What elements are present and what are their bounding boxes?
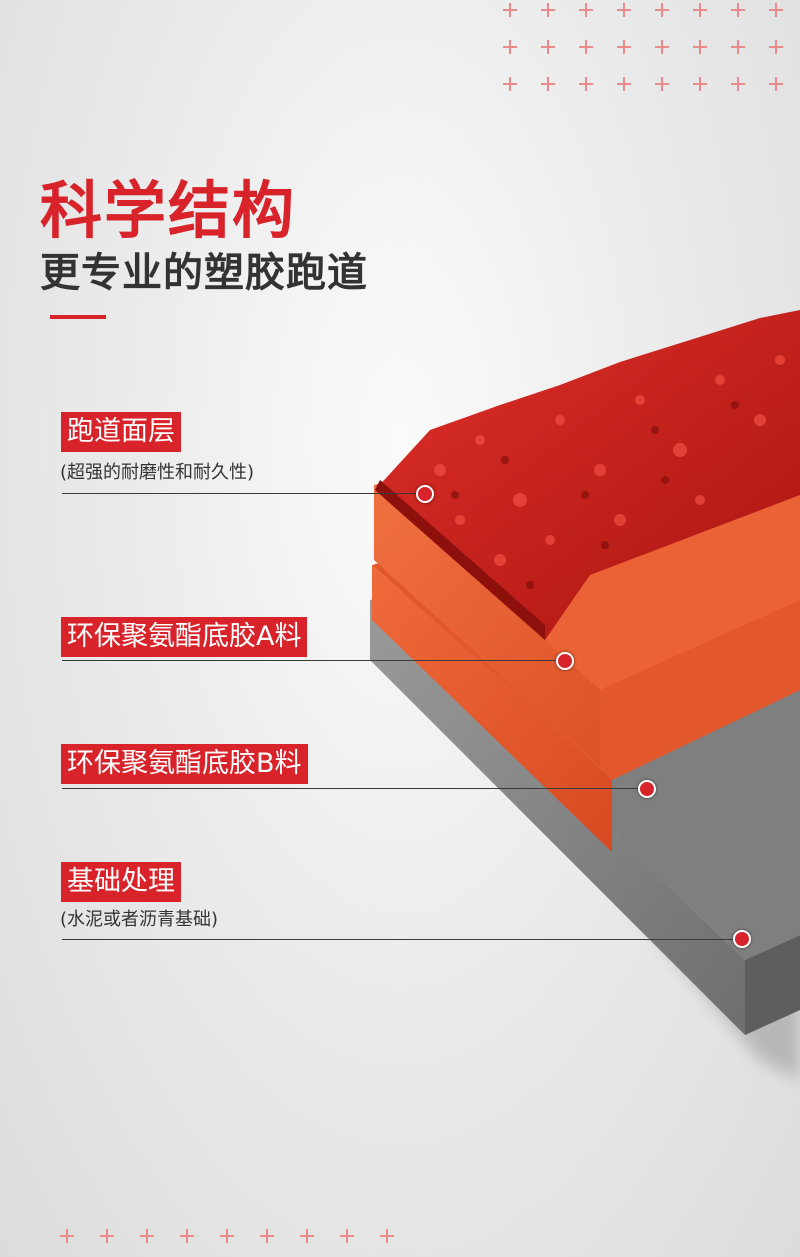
layer-note-surface: (超强的耐磨性和耐久性) [60,462,255,483]
surface-front [375,480,545,640]
title-underline [50,315,106,319]
plus-icon [769,3,783,17]
plus-icon [617,40,631,54]
marker-dot-icon [416,485,434,503]
plus-icon [693,40,707,54]
plus-icon [731,3,745,17]
plus-icon [140,1229,154,1243]
plus-icon [340,1229,354,1243]
plus-icon [579,77,593,91]
plus-icon [380,1229,394,1243]
base-a-front [374,485,600,765]
plus-icon [60,1229,74,1243]
layer-note-foundation: (水泥或者沥青基础) [60,909,219,930]
plus-icon [769,40,783,54]
plus-icon [731,77,745,91]
concrete-side [745,935,800,1035]
base-b-front [372,565,612,852]
plus-icon [579,3,593,17]
plus-icon [655,3,669,17]
surface-top [375,310,800,640]
plus-icon [220,1229,234,1243]
plus-icon [100,1229,114,1243]
plus-icon [655,40,669,54]
plus-icon [180,1229,194,1243]
marker-dot-icon [733,930,751,948]
marker-dot-icon [556,652,574,670]
layer-label-base-a: 环保聚氨酯底胶A料 [61,617,308,657]
surface-granules-dark [451,401,739,589]
concrete-front [370,600,745,1035]
page-subtitle: 更专业的塑胶跑道 [40,250,368,296]
layer-label-base-b: 环保聚氨酯底胶B料 [61,744,308,784]
leader-line-surface [62,493,422,494]
plus-icon [300,1229,314,1243]
plus-icon [693,3,707,17]
plus-icon [693,77,707,91]
layer-label-foundation: 基础处理 [61,862,181,902]
plus-icon [617,77,631,91]
leader-line-base-b [62,788,644,789]
surface-granules [434,355,785,566]
leader-line-foundation [62,939,742,940]
plus-icon [503,40,517,54]
layer-label-surface: 跑道面层 [61,412,181,452]
leader-line-base-a [62,660,562,661]
plus-icon [731,40,745,54]
plus-icon [541,3,555,17]
plus-icon [655,77,669,91]
marker-dot-icon [638,780,656,798]
plus-icon [769,77,783,91]
page-title: 科学结构 [40,174,297,247]
plus-icon [503,77,517,91]
plus-icon [503,3,517,17]
plus-icon [579,40,593,54]
plus-icon [541,40,555,54]
plus-icon [617,3,631,17]
plus-icon [260,1229,274,1243]
plus-icon [541,77,555,91]
